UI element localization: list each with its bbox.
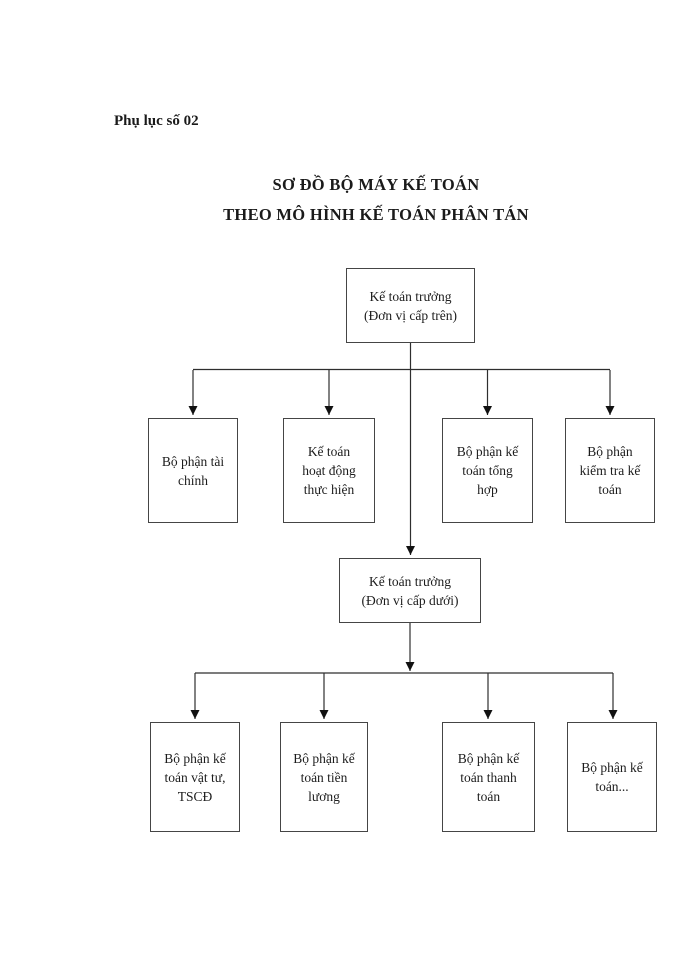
node-other-accounting: Bộ phận kế toán...	[567, 722, 657, 832]
annex-label: Phụ lục số 02	[114, 113, 199, 129]
node-materials-fixed-assets-accounting: Bộ phận kế toán vật tư, TSCĐ	[150, 722, 240, 832]
title-line-1: SƠ ĐỒ BỘ MÁY KẾ TOÁN	[272, 175, 480, 194]
node-operations-accounting: Kế toán hoạt động thực hiện	[283, 418, 375, 523]
node-chief-accountant-upper-unit: Kế toán trưởng (Đơn vị cấp trên)	[346, 268, 475, 343]
diagram-title: SƠ ĐỒ BỘ MÁY KẾ TOÁN THEO MÔ HÌNH KẾ TOÁ…	[52, 170, 700, 230]
node-chief-accountant-lower-unit: Kế toán trưởng (Đơn vị cấp dưới)	[339, 558, 481, 623]
node-payment-accounting: Bộ phận kế toán thanh toán	[442, 722, 535, 832]
node-finance-department: Bộ phận tài chính	[148, 418, 238, 523]
node-accounting-inspection-department: Bộ phận kiểm tra kế toán	[565, 418, 655, 523]
node-general-accounting-department: Bộ phận kế toán tổng hợp	[442, 418, 533, 523]
node-payroll-accounting: Bộ phận kế toán tiền lương	[280, 722, 368, 832]
title-line-2: THEO MÔ HÌNH KẾ TOÁN PHÂN TÁN	[223, 205, 529, 224]
